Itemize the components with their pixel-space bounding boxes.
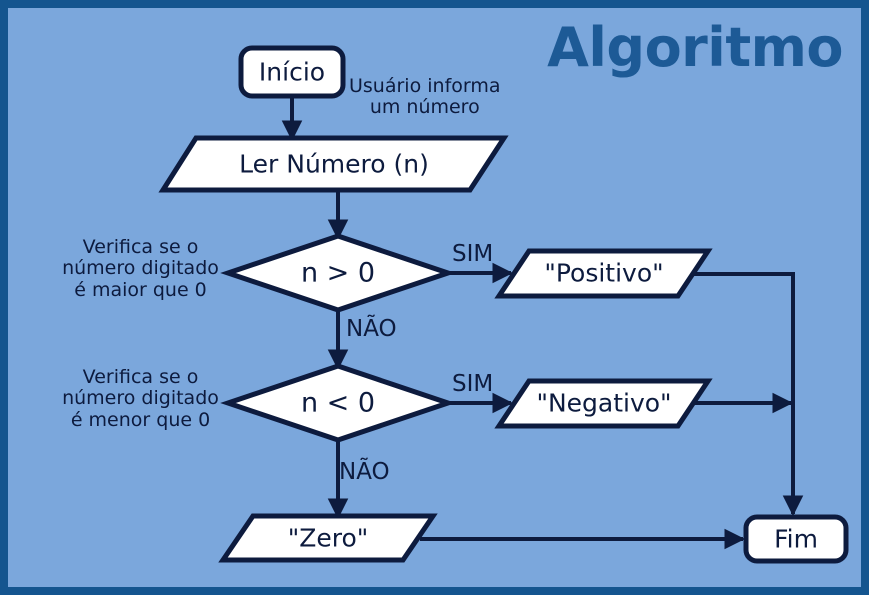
connector-group <box>281 96 804 550</box>
page-title: Algoritmo <box>547 16 843 79</box>
node-read-shape[interactable] <box>158 135 509 193</box>
node-dec1-shape[interactable] <box>220 233 456 313</box>
node-end-shape[interactable] <box>743 514 849 564</box>
edge-positivo-to-fim <box>680 272 804 517</box>
flowchart-shapes-layer <box>158 45 849 564</box>
node-dec2-shape[interactable] <box>220 363 456 443</box>
node-negativo-shape[interactable] <box>494 378 713 429</box>
node-positivo-shape[interactable] <box>494 248 713 299</box>
node-start-shape[interactable] <box>238 45 346 99</box>
node-zero-shape[interactable] <box>218 513 438 563</box>
